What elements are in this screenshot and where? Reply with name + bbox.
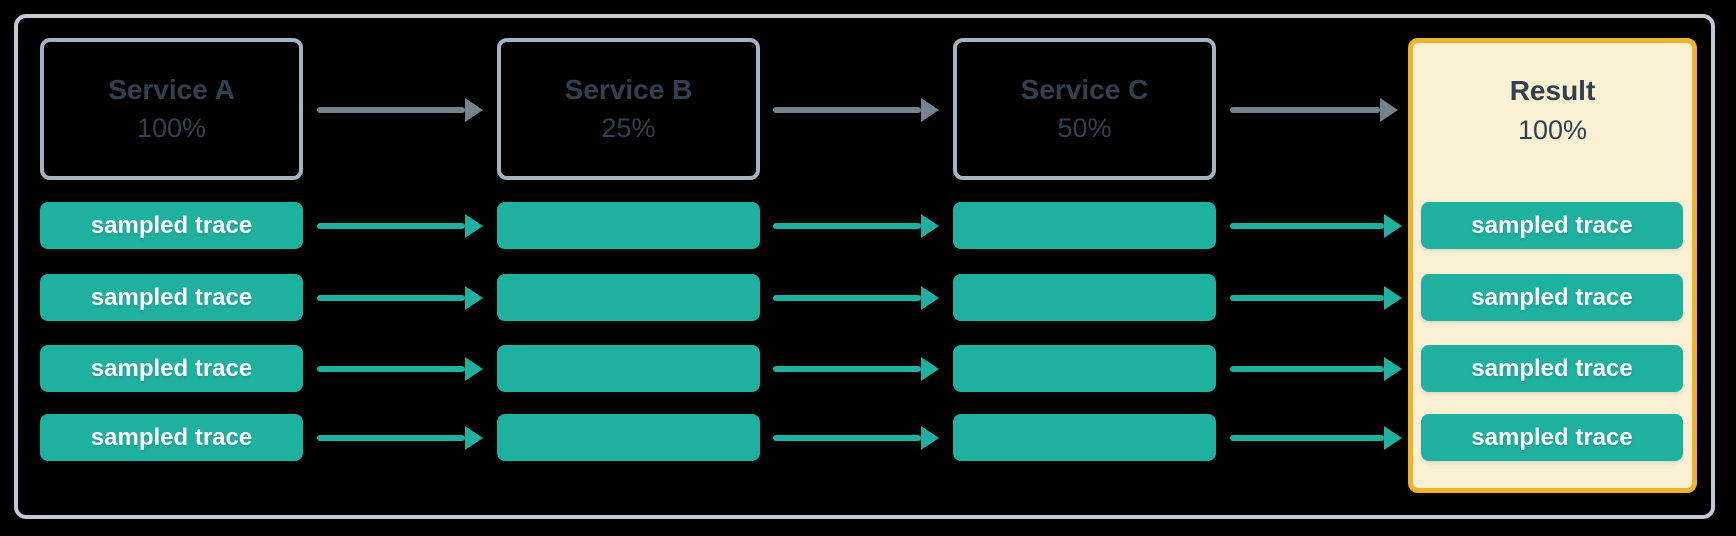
trace-bar: sampled trace [40, 414, 303, 461]
arrow-head-icon [1384, 357, 1402, 381]
trace-bar [953, 345, 1216, 392]
arrow-shaft [317, 435, 465, 441]
service-a-sample-rate: 100% [136, 113, 207, 144]
arrow-head-icon [465, 426, 483, 450]
flow-arrow [317, 97, 483, 123]
trace-bar: sampled trace [1421, 274, 1683, 321]
trace-bar: sampled trace [40, 202, 303, 249]
service-c-box: Service C 50% [953, 38, 1216, 180]
trace-arrow [1230, 357, 1402, 381]
service-c-sample-rate: 50% [1057, 113, 1112, 144]
arrow-head-icon [1384, 214, 1402, 238]
arrow-shaft [1230, 223, 1384, 229]
arrow-shaft [317, 366, 465, 372]
arrow-head-icon [465, 286, 483, 310]
arrow-head-icon [465, 214, 483, 238]
trace-arrow [1230, 214, 1402, 238]
trace-arrow [317, 426, 483, 450]
arrow-head-icon [1384, 286, 1402, 310]
arrow-head-icon [921, 214, 939, 238]
arrow-head-icon [921, 98, 939, 122]
arrow-head-icon [1380, 98, 1398, 122]
arrow-shaft [1230, 435, 1384, 441]
service-c-title: Service C [1020, 73, 1149, 105]
trace-bar [953, 202, 1216, 249]
arrow-shaft [1230, 366, 1384, 372]
arrow-head-icon [921, 357, 939, 381]
result-header: Result 100% [1413, 43, 1692, 178]
arrow-shaft [1230, 295, 1384, 301]
service-a-box: Service A 100% [40, 38, 303, 180]
trace-arrow [773, 214, 939, 238]
trace-bar [953, 274, 1216, 321]
arrow-shaft [317, 107, 465, 113]
trace-arrow [773, 286, 939, 310]
trace-arrow [773, 357, 939, 381]
result-sample-rate: 100% [1517, 114, 1588, 145]
arrow-head-icon [921, 426, 939, 450]
arrow-shaft [317, 223, 465, 229]
trace-bar [497, 345, 760, 392]
trace-bar [497, 414, 760, 461]
trace-arrow [317, 357, 483, 381]
arrow-shaft [773, 435, 921, 441]
trace-bar: sampled trace [40, 274, 303, 321]
trace-arrow [1230, 286, 1402, 310]
diagram-frame [14, 14, 1715, 519]
trace-bar: sampled trace [1421, 202, 1683, 249]
service-b-sample-rate: 25% [601, 113, 656, 144]
arrow-shaft [773, 107, 921, 113]
trace-arrow [1230, 426, 1402, 450]
trace-arrow [773, 426, 939, 450]
trace-arrow [317, 286, 483, 310]
trace-bar [497, 202, 760, 249]
flow-arrow [773, 97, 939, 123]
arrow-shaft [773, 223, 921, 229]
flow-arrow [1230, 97, 1398, 123]
service-b-box: Service B 25% [497, 38, 760, 180]
service-b-title: Service B [564, 73, 693, 105]
arrow-shaft [317, 295, 465, 301]
arrow-shaft [1230, 107, 1380, 113]
arrow-head-icon [921, 286, 939, 310]
arrow-head-icon [1384, 426, 1402, 450]
arrow-shaft [773, 295, 921, 301]
arrow-shaft [773, 366, 921, 372]
trace-bar: sampled trace [1421, 414, 1683, 461]
service-a-title: Service A [108, 73, 235, 105]
trace-bar [497, 274, 760, 321]
trace-arrow [317, 214, 483, 238]
trace-bar: sampled trace [40, 345, 303, 392]
arrow-head-icon [465, 98, 483, 122]
trace-bar [953, 414, 1216, 461]
result-title: Result [1509, 75, 1596, 107]
arrow-head-icon [465, 357, 483, 381]
trace-bar: sampled trace [1421, 345, 1683, 392]
